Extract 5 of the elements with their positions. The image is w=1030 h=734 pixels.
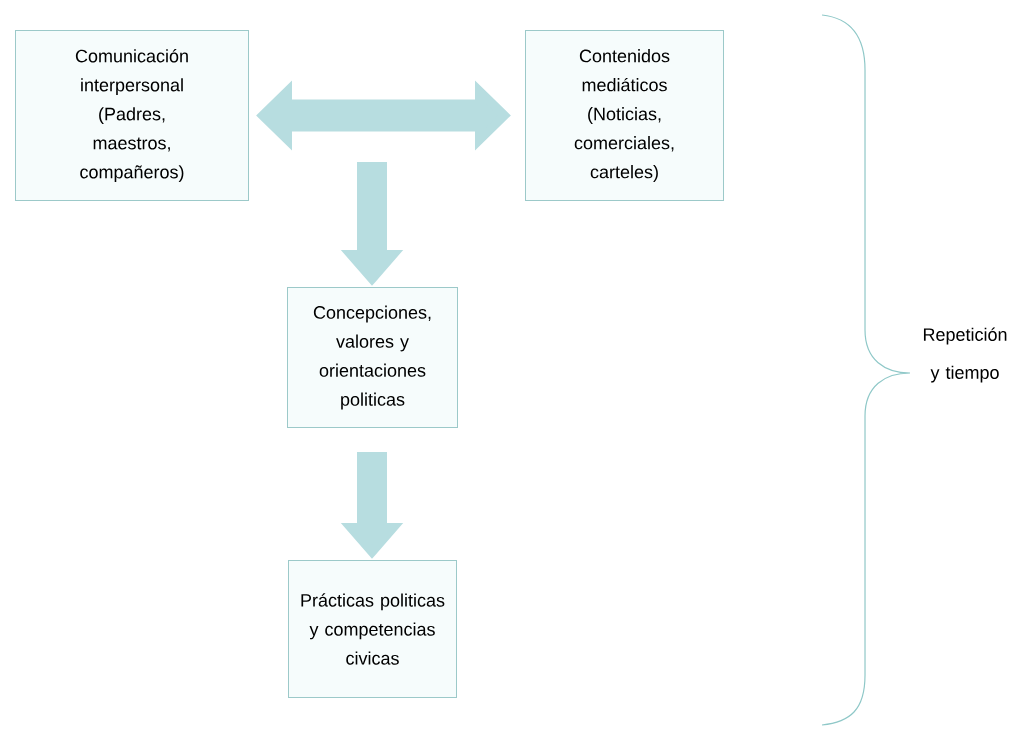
- text-box: Comunicación interpersonal (Padres, maestros, compañeros): [15, 30, 249, 201]
- side-label: Repetición y tiempo: [923, 327, 1007, 383]
- text-box: Contenidos mediáticos (Noticias, comerciales, carteles): [525, 30, 724, 201]
- text-box: Concepciones, valores y orientaciones politicas: [287, 287, 458, 428]
- text-box: Prácticas politicas y competencias civicas: [288, 560, 457, 698]
